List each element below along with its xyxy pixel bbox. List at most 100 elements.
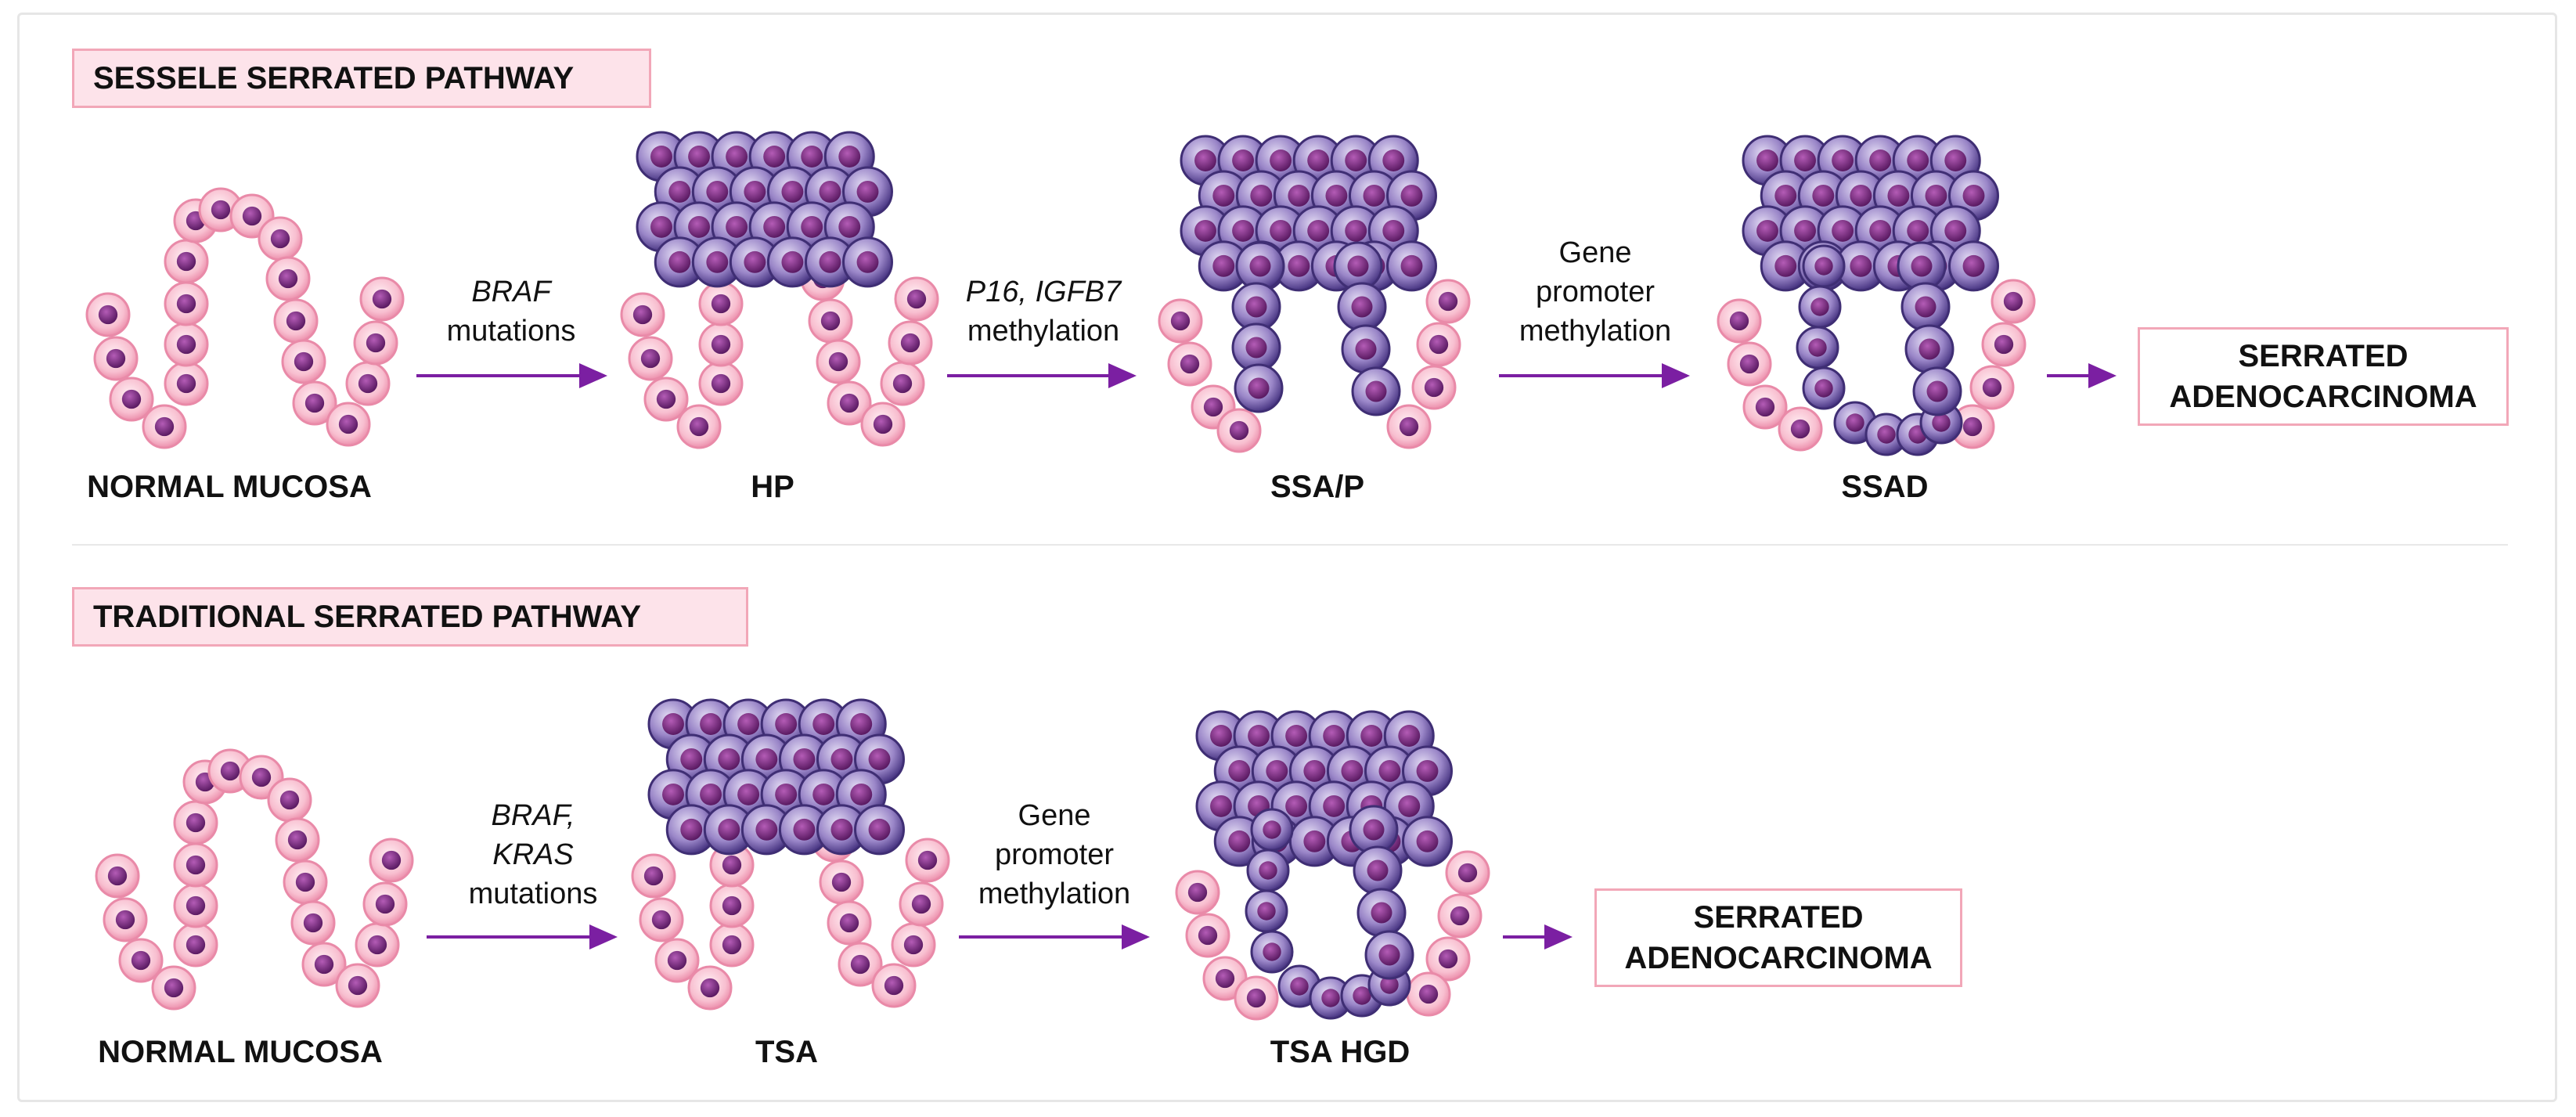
p1-s4-serrated-cell: [1948, 240, 1999, 292]
p2-s2-normal-cell: [709, 842, 755, 888]
p2-s1-normal-cell: [275, 817, 320, 863]
p2-s2-normal-cell: [687, 965, 733, 1011]
p2-s2-normal-cell: [827, 900, 872, 946]
result-box-serrated-adenocarcinoma-2: SERRATED ADENOCARCINOMA: [1594, 888, 1962, 987]
p1-s1-normal-cell: [359, 276, 405, 322]
stage-label-ssa-p: SSA/P: [1270, 470, 1365, 504]
result-line-2: ADENOCARCINOMA: [1624, 941, 1933, 975]
p1-s1-normal-cell: [109, 377, 154, 422]
p2-s1-normal-cell: [173, 883, 218, 928]
pathway-title-traditional: TRADITIONAL SERRATED PATHWAY: [72, 587, 748, 647]
p2-s3-serrated-cell: [1309, 976, 1353, 1020]
p1-s4-normal-cell: [1991, 279, 2036, 324]
p1-s3-serrated-cell: [1386, 240, 1437, 292]
p1-s4-normal-cell: [1717, 298, 1762, 344]
stage-label-normal-mucosa: NORMAL MUCOSA: [87, 470, 372, 504]
transition-braf-mutations: BRAF mutations: [394, 272, 629, 351]
p2-s3-serrated-cell: [1250, 808, 1294, 852]
p1-s1-normal-cell: [164, 322, 209, 367]
p1-s1-normal-cell: [258, 216, 303, 261]
p1-s2-normal-cell: [676, 404, 722, 449]
p1-s4-normal-cell: [1969, 365, 2015, 410]
p1-s4-serrated-cell: [1798, 285, 1842, 329]
p1-s1-normal-cell: [273, 298, 319, 344]
line-2: promoter: [1535, 276, 1655, 308]
cells-layer: [85, 131, 2036, 1021]
p1-s2-normal-cell: [620, 292, 665, 337]
p1-s1-normal-cell: [353, 320, 398, 366]
p1-s3-normal-cell: [1158, 298, 1203, 344]
arrows-layer: [416, 363, 2117, 949]
p1-s2-serrated-cell: [654, 236, 705, 288]
p2-s2-normal-cell: [639, 897, 684, 942]
p2-s1-normal-cell: [355, 922, 400, 967]
p2-s2-serrated-cell: [778, 804, 830, 856]
p1-s4-serrated-cell: [1796, 326, 1839, 369]
p1-s2-serrated-cell: [691, 236, 743, 288]
p2-s3-serrated-cell: [1364, 930, 1414, 980]
p1-s4-serrated-cell: [1802, 366, 1846, 410]
p1-s4-serrated-cell: [1802, 244, 1846, 288]
p2-s1-normal-cell: [103, 897, 148, 942]
result-line-1: SERRATED: [1693, 900, 1864, 935]
p1-s4-normal-cell: [1778, 406, 1823, 452]
p1-s4-normal-cell: [1981, 322, 2027, 367]
p2-s2-normal-cell: [905, 838, 950, 883]
p2-s1-normal-cell: [151, 965, 196, 1011]
p2-s2-normal-cell: [709, 883, 755, 928]
p2-s1-normal-cell: [173, 922, 218, 967]
p1-s2-normal-cell: [816, 339, 861, 384]
p2-s3-normal-cell: [1175, 870, 1220, 915]
p1-s1-normal-cell: [265, 256, 311, 301]
p1-s1-normal-cell: [292, 380, 337, 426]
event-label: mutations: [468, 877, 598, 910]
p1-s3-serrated-cell: [1351, 366, 1401, 416]
p2-s2-normal-cell: [838, 942, 883, 987]
p2-s3-normal-cell: [1445, 850, 1490, 895]
p2-s2-normal-cell: [819, 859, 864, 905]
p1-s3-serrated-cell: [1333, 241, 1383, 291]
p1-s3-normal-cell: [1167, 341, 1212, 387]
p2-s2-serrated-cell: [854, 804, 905, 856]
p1-s3-normal-cell: [1411, 365, 1457, 410]
section-divider: [72, 544, 2508, 546]
p1-s4-serrated-cell: [1904, 324, 1955, 374]
p2-s1-normal-cell: [118, 938, 164, 983]
p2-s2-serrated-cell: [740, 804, 792, 856]
p2-s1-normal-cell: [283, 859, 328, 905]
p1-s1-normal-cell: [93, 336, 139, 381]
p2-s3-serrated-cell: [1250, 930, 1294, 974]
p2-s3-normal-cell: [1425, 936, 1471, 982]
p1-s1-normal-cell: [326, 402, 371, 447]
p1-s2-normal-cell: [888, 320, 933, 366]
event-label: mutations: [446, 315, 576, 348]
p1-s1-normal-cell: [85, 292, 131, 337]
p1-s3-serrated-cell: [1234, 363, 1284, 413]
transition-p16-methylation: P16, IGFB7 methylation: [926, 272, 1161, 351]
stage-label-hp: HP: [751, 470, 794, 504]
p1-s2-serrated-cell: [729, 236, 780, 288]
transition-gene-promoter-methylation: Gene promoter methylation: [1478, 233, 1713, 351]
event-label: methylation: [967, 315, 1120, 348]
p1-s2-normal-cell: [698, 361, 744, 406]
p2-s3-normal-cell: [1406, 971, 1451, 1017]
result-line-2: ADENOCARCINOMA: [2169, 380, 2477, 414]
p2-s1-normal-cell: [335, 963, 380, 1008]
stage-label-normal-mucosa-2: NORMAL MUCOSA: [98, 1035, 383, 1069]
p1-s1-normal-cell: [142, 404, 187, 449]
p2-s2-serrated-cell: [665, 804, 717, 856]
p1-s3-serrated-cell: [1341, 324, 1391, 374]
p1-s3-normal-cell: [1416, 322, 1461, 367]
p2-s1-normal-cell: [173, 842, 218, 888]
pathway-title-sessile: SESSELE SERRATED PATHWAY: [72, 49, 651, 108]
stage-label-tsa: TSA: [755, 1035, 818, 1069]
gene-label-1: BRAF,: [491, 799, 575, 832]
p1-s2-normal-cell: [860, 402, 906, 447]
p2-s3-serrated-cell: [1195, 780, 1247, 832]
p2-s3-serrated-cell: [1245, 889, 1288, 933]
p1-s3-normal-cell: [1216, 408, 1262, 453]
p2-s3-normal-cell: [1234, 975, 1279, 1021]
line-1: Gene: [1558, 236, 1632, 269]
p1-s4-serrated-cell: [1912, 366, 1962, 416]
p1-s4-normal-cell: [1742, 384, 1788, 430]
